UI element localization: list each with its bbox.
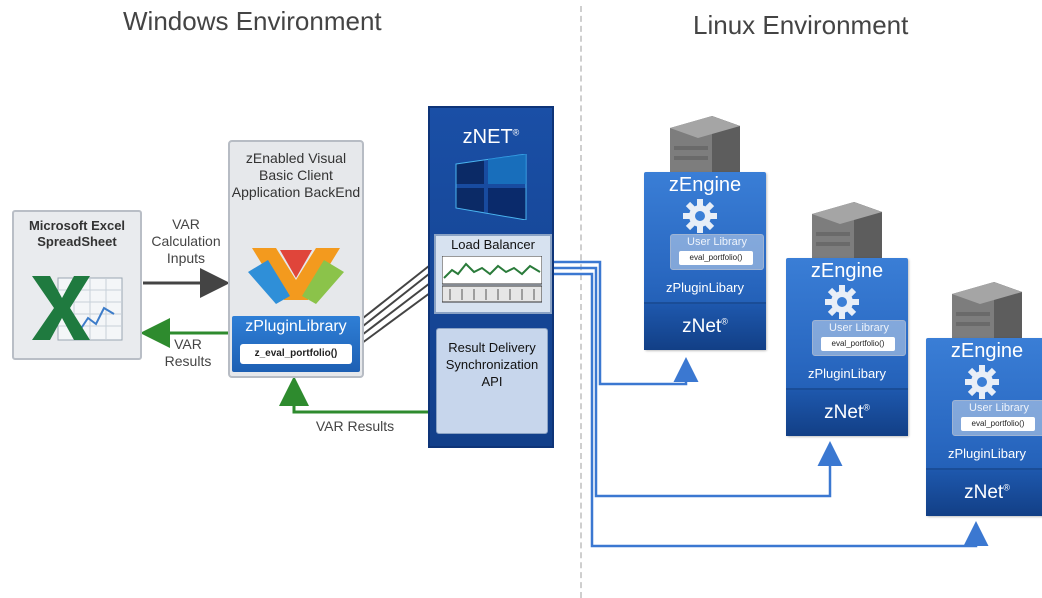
zengine-label: zEngine	[950, 340, 1024, 362]
znet-label-text: zNet	[964, 482, 1004, 503]
eval-portfolio-function: eval_portfolio()	[961, 417, 1035, 431]
card-divider	[644, 302, 766, 304]
zengine-label: zEngine	[668, 174, 742, 196]
znet-label-text: zNet	[824, 402, 864, 423]
znet-footer: zNet®	[926, 470, 1042, 516]
eval-portfolio-function: eval_portfolio()	[821, 337, 895, 351]
result-delivery-box: Result Delivery Synchronization API	[436, 328, 548, 434]
znet-footer: zNet®	[644, 304, 766, 350]
result-delivery-label: Result Delivery Synchronization API	[445, 340, 539, 389]
plugin-library-label: zPluginLibary	[807, 366, 887, 381]
windows-environment-title: Windows Environment	[123, 6, 382, 36]
znet-label-text: zNet	[682, 316, 722, 337]
user-library-label: User Library	[829, 322, 889, 334]
eval-portfolio-function: z_eval_portfolio()	[240, 344, 352, 364]
windows-logo-icon	[455, 154, 527, 220]
gear-icon	[825, 285, 859, 319]
card-divider	[926, 468, 1042, 470]
linux-server-2: zEngine User Library eval_portfolio() zP…	[786, 202, 908, 438]
load-balancer-monitor-icon	[442, 256, 542, 303]
znet-label: zNet®	[644, 316, 766, 338]
server-card: zEngine User Library eval_portfolio() zP…	[786, 258, 908, 436]
gear-icon	[683, 199, 717, 233]
user-library-label: User Library	[969, 402, 1029, 414]
plugin-library-label: zPluginLibary	[665, 280, 745, 295]
zengine-label: zEngine	[810, 260, 884, 282]
visual-studio-logo-icon	[248, 248, 344, 304]
znet-label: zNet®	[926, 482, 1042, 504]
znet-footer: zNet®	[786, 390, 908, 436]
linux-server-3: zEngine User Library eval_portfolio() zP…	[926, 282, 1042, 518]
backend-box: zEnabled Visual Basic Client Application…	[228, 140, 364, 378]
excel-title: Microsoft Excel SpreadSheet	[28, 218, 126, 249]
excel-spreadsheet-box: Microsoft Excel SpreadSheet	[12, 210, 142, 360]
znet-column: zNET® Load Balancer Result Delivery Sync…	[428, 106, 554, 448]
znet-title: zNET®	[430, 126, 552, 149]
environment-divider	[580, 6, 582, 598]
server-tower-icon	[952, 282, 1022, 350]
excel-logo-icon	[32, 276, 123, 341]
plugin-library-label: zPluginLibary	[947, 446, 1027, 461]
var-results-bottom-label: VAR Results	[315, 418, 395, 434]
registered-mark: ®	[512, 127, 520, 138]
var-results-left-label: VAR Results	[164, 336, 212, 369]
backend-to-balancer-lines	[357, 261, 435, 347]
user-library-box: User Library eval_portfolio()	[812, 320, 906, 356]
backend-title: zEnabled Visual Basic Client Application…	[231, 150, 361, 200]
load-balancer-label: Load Balancer	[451, 237, 535, 252]
server-tower-icon	[670, 116, 740, 184]
eval-portfolio-function: eval_portfolio()	[679, 251, 753, 265]
calc-inputs-label: VAR Calculation Inputs	[151, 216, 221, 266]
registered-mark: ®	[721, 316, 728, 327]
user-library-box: User Library eval_portfolio()	[952, 400, 1042, 436]
znet-label: zNet®	[786, 402, 908, 424]
user-library-label: User Library	[687, 236, 747, 248]
server-card: zEngine User Library eval_portfolio() zP…	[644, 172, 766, 350]
var-results-bottom-arrow	[279, 376, 428, 414]
plugin-library-bar: zPluginLibrary z_eval_portfolio()	[232, 316, 360, 372]
server-fanout-lines	[552, 260, 989, 548]
user-library-box: User Library eval_portfolio()	[670, 234, 764, 270]
plugin-library-label: zPluginLibrary	[245, 318, 347, 335]
server-tower-icon	[812, 202, 882, 270]
load-balancer-box: Load Balancer	[434, 234, 552, 314]
card-divider	[786, 388, 908, 390]
registered-mark: ®	[1003, 482, 1010, 493]
znet-title-text: zNET	[462, 126, 513, 148]
server-card: zEngine User Library eval_portfolio() zP…	[926, 338, 1042, 516]
gear-icon	[965, 365, 999, 399]
registered-mark: ®	[863, 402, 870, 413]
linux-server-1: zEngine User Library eval_portfolio() zP…	[644, 116, 766, 352]
linux-environment-title: Linux Environment	[693, 10, 909, 40]
